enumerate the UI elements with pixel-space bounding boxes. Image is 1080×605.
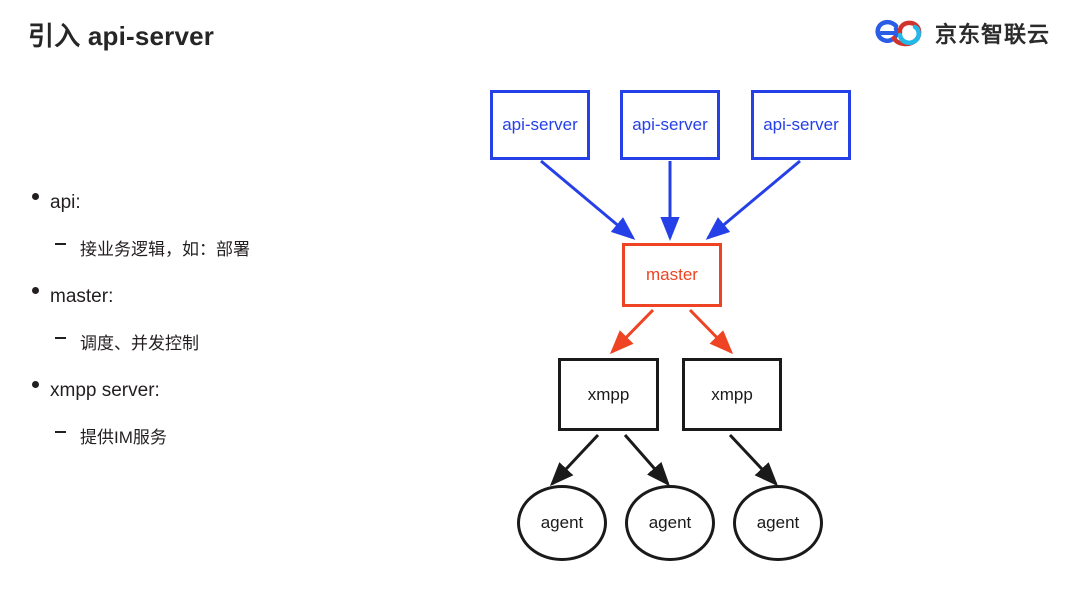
bullet-item-master: master:: [28, 272, 398, 320]
node-master[interactable]: master: [622, 243, 722, 307]
brand-logo: 京东智联云: [874, 17, 1050, 49]
node-agent-2[interactable]: agent: [625, 485, 715, 561]
bullet-list: api: 接业务逻辑，如：部署 master: 调度、并发控制 xmpp ser…: [28, 178, 398, 460]
node-xmpp-2[interactable]: xmpp: [682, 358, 782, 431]
edge-master-xmpp2: [688, 308, 734, 355]
node-api-server-2[interactable]: api-server: [620, 90, 720, 160]
node-label: agent: [540, 513, 584, 532]
diagram-connectors: [540, 159, 801, 487]
edge-xmpp1-agent1: [549, 433, 600, 487]
node-label: agent: [648, 513, 692, 532]
dash-icon: [55, 431, 66, 433]
bullet-label-api: api:: [50, 191, 81, 213]
architecture-diagram: api-server api-server api-server master …: [440, 60, 1060, 590]
brand-name: 京东智联云: [934, 22, 1050, 47]
sub-item-xmpp: 提供IM服务: [28, 414, 398, 460]
bullet-label-master: master:: [50, 285, 114, 307]
bullet-dot-icon: [32, 287, 39, 294]
sub-item-master: 调度、并发控制: [28, 320, 398, 366]
bullet-label-xmpp: xmpp server:: [50, 379, 160, 401]
bullet-dot-icon: [32, 193, 39, 200]
page-title: 引入 api-server: [28, 21, 215, 51]
sub-item-api: 接业务逻辑，如：部署: [28, 226, 398, 272]
node-agent-3[interactable]: agent: [733, 485, 823, 561]
node-api-server-1[interactable]: api-server: [490, 90, 590, 160]
node-xmpp-1[interactable]: xmpp: [558, 358, 659, 431]
node-agent-1[interactable]: agent: [517, 485, 607, 561]
bullet-group-master: master: 调度、并发控制: [28, 272, 398, 366]
bullet-item-api: api:: [28, 178, 398, 226]
dash-icon: [55, 337, 66, 339]
edge-api1-master: [540, 159, 636, 240]
edge-xmpp1-agent2: [623, 434, 670, 487]
bullet-dot-icon: [32, 381, 39, 388]
bullet-item-xmpp: xmpp server:: [28, 366, 398, 414]
node-api-server-3[interactable]: api-server: [751, 90, 851, 160]
edge-api3-master: [705, 159, 801, 240]
sub-label-master: 调度、并发控制: [80, 333, 199, 353]
jd-cloud-logo-icon: [874, 18, 926, 48]
sub-label-xmpp: 提供IM服务: [80, 427, 167, 447]
sub-label-api: 接业务逻辑，如：部署: [80, 239, 250, 259]
node-label: agent: [756, 513, 800, 532]
node-label: api-server: [502, 115, 578, 134]
edge-xmpp2-agent3: [728, 433, 779, 487]
edge-master-xmpp1: [609, 308, 655, 355]
node-label: xmpp: [587, 384, 630, 404]
bullet-group-api: api: 接业务逻辑，如：部署: [28, 178, 398, 272]
dash-icon: [55, 243, 66, 245]
node-label: api-server: [632, 115, 708, 134]
bullet-group-xmpp: xmpp server: 提供IM服务: [28, 366, 398, 460]
node-label: xmpp: [711, 384, 753, 404]
node-label: master: [646, 265, 698, 284]
node-label: api-server: [763, 115, 839, 134]
